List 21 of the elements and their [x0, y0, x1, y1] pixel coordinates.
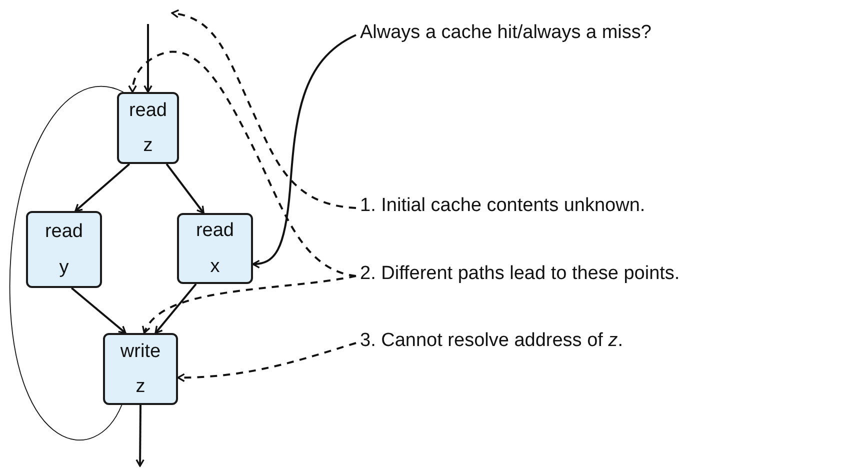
box-label: read y	[44, 220, 84, 280]
process-box	[103, 333, 178, 405]
dashed-arrow	[171, 10, 356, 209]
process-box	[26, 211, 102, 288]
box-label: read x	[194, 219, 235, 278]
arrow	[74, 163, 130, 212]
arrow	[166, 163, 204, 214]
dashed-arrow	[177, 342, 356, 382]
callout-text: Always a cache hit/always a miss?	[358, 22, 654, 44]
box-label: read z	[128, 98, 168, 158]
arrow	[70, 287, 126, 334]
arrow	[136, 405, 144, 467]
process-box	[117, 92, 179, 164]
arrow	[144, 24, 152, 93]
arrow	[154, 283, 197, 334]
dashed-arrow	[128, 50, 356, 277]
arrow	[252, 34, 356, 268]
dashed-arrow	[143, 275, 356, 334]
process-box	[177, 213, 253, 284]
loop-line	[10, 86, 124, 440]
box-label: write z	[119, 340, 162, 399]
